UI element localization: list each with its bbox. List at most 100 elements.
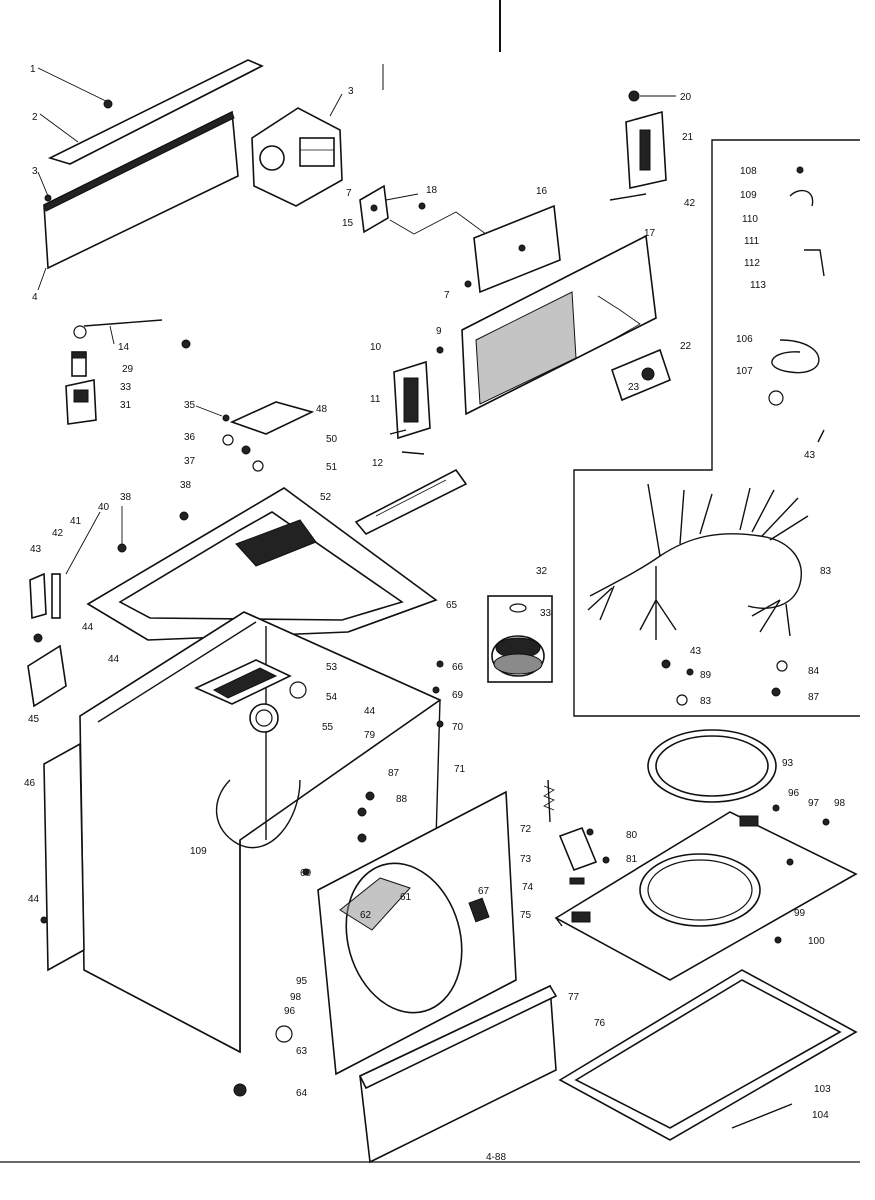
callout-11: 11 xyxy=(370,394,381,405)
inset-callout-43b: 43 xyxy=(690,646,702,657)
callout-33: 33 xyxy=(120,382,132,393)
callout-64: 64 xyxy=(296,1088,308,1099)
callout-31: 31 xyxy=(120,400,132,411)
inset-callout-83: 83 xyxy=(820,566,832,577)
callout-66: 66 xyxy=(452,662,464,673)
callout-29: 29 xyxy=(122,364,134,375)
callout-44b: 44 xyxy=(108,654,120,665)
callout-60: 60 xyxy=(300,868,312,879)
callout-69: 69 xyxy=(452,690,464,701)
top-cover-65-part xyxy=(86,487,438,641)
inset-callout-107: 107 xyxy=(736,366,753,377)
console-panel-part xyxy=(461,234,657,416)
toe-panel-77-part xyxy=(358,984,558,1164)
lid-103-part xyxy=(558,969,858,1141)
console-trim-part xyxy=(47,59,264,165)
callout-44a: 44 xyxy=(82,622,94,633)
callout-87: 87 xyxy=(388,768,400,779)
callout-23: 23 xyxy=(628,382,640,393)
inset-callout-83b: 83 xyxy=(700,696,712,707)
callout-80: 80 xyxy=(626,830,638,841)
callout-62: 62 xyxy=(360,910,372,921)
callout-15: 15 xyxy=(342,218,354,229)
agitator-32-part xyxy=(487,595,553,683)
cabinet-part xyxy=(79,611,442,1054)
bracket-10-part xyxy=(393,360,431,440)
inset-callout-43: 43 xyxy=(804,450,816,461)
inset-callout-112: 112 xyxy=(744,258,760,269)
callout-46: 46 xyxy=(24,778,36,789)
callout-81: 81 xyxy=(626,854,638,865)
callout-7a: 7 xyxy=(346,188,352,199)
callout-20: 20 xyxy=(680,92,692,103)
inset-callout-111: 111 xyxy=(744,236,760,247)
pump-bracket-53-part xyxy=(194,659,292,705)
callout-1: 1 xyxy=(30,64,36,75)
callout-96: 96 xyxy=(284,1006,296,1017)
callout-4: 4 xyxy=(32,292,38,303)
hinge-cover-48-part xyxy=(229,401,315,435)
callout-76: 76 xyxy=(594,1018,606,1029)
wiring-inset-frame xyxy=(573,139,860,717)
switch-bracket-part xyxy=(359,184,389,234)
inset-callout-110: 110 xyxy=(742,214,758,225)
callout-38a: 38 xyxy=(120,492,132,503)
callout-45: 45 xyxy=(28,714,40,725)
callout-43: 43 xyxy=(30,544,42,555)
callout-67: 67 xyxy=(478,886,490,897)
inset-callout-89: 89 xyxy=(700,670,712,681)
callout-98-r: 98 xyxy=(834,798,846,809)
callout-9: 9 xyxy=(436,326,442,337)
callout-22: 22 xyxy=(680,341,692,352)
callout-79: 79 xyxy=(364,730,376,741)
callout-12: 12 xyxy=(372,458,384,469)
bracket-42-part xyxy=(29,572,61,620)
callout-52: 52 xyxy=(320,492,332,503)
callout-93: 93 xyxy=(782,758,794,769)
callout-42-top: 42 xyxy=(684,198,696,209)
callout-51: 51 xyxy=(326,462,338,473)
callout-54: 54 xyxy=(326,692,338,703)
callout-65: 65 xyxy=(446,600,458,611)
callout-33-agitator: 33 xyxy=(540,608,552,619)
inset-callout-109: 109 xyxy=(740,190,757,201)
inset-callout-87: 87 xyxy=(808,692,820,703)
timer-assembly-part xyxy=(251,107,343,207)
callout-104: 104 xyxy=(812,1110,829,1121)
callout-38b: 38 xyxy=(180,480,192,491)
lid-switch-52-part xyxy=(354,468,468,535)
callout-55: 55 xyxy=(322,722,334,733)
callout-70: 70 xyxy=(452,722,464,733)
callout-37: 37 xyxy=(184,456,196,467)
callout-103: 103 xyxy=(814,1084,831,1095)
callout-61: 61 xyxy=(400,892,412,903)
callout-72: 72 xyxy=(520,824,532,835)
wire-harness-83-part xyxy=(587,483,809,640)
callout-35: 35 xyxy=(184,400,196,411)
callout-88: 88 xyxy=(396,794,408,805)
backsplash-panel-part xyxy=(43,110,239,270)
callout-97: 97 xyxy=(808,798,820,809)
callout-41: 41 xyxy=(70,516,82,527)
callout-98: 98 xyxy=(290,992,302,1003)
tub-gasket-93-part xyxy=(647,729,777,803)
callout-40: 40 xyxy=(98,502,110,513)
side-panel-46-part xyxy=(43,742,85,972)
callout-10: 10 xyxy=(370,342,382,353)
callout-50: 50 xyxy=(326,434,338,445)
callout-14: 14 xyxy=(118,342,130,353)
callout-16: 16 xyxy=(536,186,548,197)
inset-callout-113: 113 xyxy=(750,280,766,291)
callout-95: 95 xyxy=(296,976,308,987)
bracket-21-part xyxy=(625,110,667,189)
front-panel-71-part xyxy=(317,790,517,1076)
inset-callout-84: 84 xyxy=(808,666,820,677)
callout-36: 36 xyxy=(184,432,196,443)
callout-109: 109 xyxy=(190,846,207,857)
callout-48: 48 xyxy=(316,404,328,415)
callout-44c: 44 xyxy=(364,706,376,717)
callout-63: 63 xyxy=(296,1046,308,1057)
page-footer: 4-88 xyxy=(486,1152,506,1163)
callout-3: 3 xyxy=(32,166,38,177)
